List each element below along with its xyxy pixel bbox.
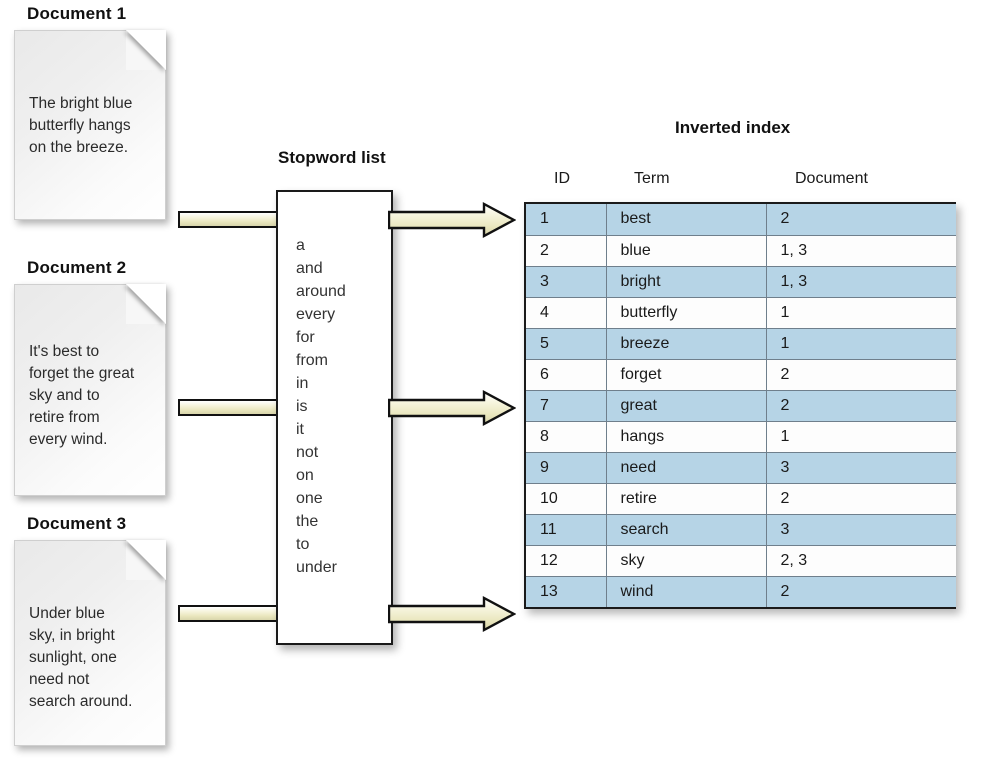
cell-id: 12 <box>526 545 607 577</box>
cell-document: 2 <box>766 483 956 515</box>
cell-term: retire <box>606 483 767 515</box>
arrow-document-3-to-stopword-list <box>178 605 282 622</box>
arrow-document-1-to-stopword-list <box>178 211 282 228</box>
arrow-document-2-to-stopword-list <box>178 399 282 416</box>
cell-id: 8 <box>526 421 607 453</box>
cell-term: blue <box>606 235 767 267</box>
cell-document: 2 <box>766 576 956 607</box>
stopword-list-box: a and around every for from in is it not… <box>276 190 393 645</box>
document-3-title: Document 3 <box>27 514 127 533</box>
page-fold-icon <box>126 284 166 324</box>
cell-term: wind <box>606 576 767 607</box>
cell-id: 4 <box>526 297 607 329</box>
document-1-card: The bright blue butterfly hangs on the b… <box>14 30 166 220</box>
document-1-text: The bright blue butterfly hangs on the b… <box>29 95 133 156</box>
stopword-list-words: a and around every for from in is it not… <box>296 237 346 577</box>
document-3-card: Under blue sky, in bright sunlight, one … <box>14 540 166 746</box>
cell-id: 10 <box>526 483 607 515</box>
arrow-stopword-list-to-index-2 <box>388 390 516 426</box>
cell-term: sky <box>606 545 767 577</box>
document-2-text: It's best to forget the great sky and to… <box>29 343 135 448</box>
cell-document: 2 <box>766 359 956 391</box>
cell-term: need <box>606 452 767 484</box>
cell-term: bright <box>606 266 767 298</box>
cell-term: forget <box>606 359 767 391</box>
column-header-document: Document <box>795 170 868 187</box>
cell-document: 1, 3 <box>766 266 956 298</box>
cell-document: 1 <box>766 421 956 453</box>
page-fold-icon <box>126 30 166 70</box>
cell-id: 11 <box>526 514 607 546</box>
inverted-index-title: Inverted index <box>675 118 791 137</box>
cell-id: 13 <box>526 576 607 607</box>
document-2-card: It's best to forget the great sky and to… <box>14 284 166 496</box>
cell-document: 1 <box>766 328 956 360</box>
cell-id: 6 <box>526 359 607 391</box>
document-3-text: Under blue sky, in bright sunlight, one … <box>29 605 133 710</box>
document-2-title: Document 2 <box>27 258 127 277</box>
stopword-list-title: Stopword list <box>278 148 386 167</box>
cell-term: search <box>606 514 767 546</box>
cell-document: 3 <box>766 452 956 484</box>
cell-term: breeze <box>606 328 767 360</box>
cell-document: 1 <box>766 297 956 329</box>
cell-term: great <box>606 390 767 422</box>
page-fold-icon <box>126 540 166 580</box>
column-header-term: Term <box>634 170 670 187</box>
cell-document: 1, 3 <box>766 235 956 267</box>
cell-term: butterfly <box>606 297 767 329</box>
cell-id: 3 <box>526 266 607 298</box>
cell-document: 2, 3 <box>766 545 956 577</box>
cell-id: 1 <box>526 204 607 236</box>
cell-document: 3 <box>766 514 956 546</box>
cell-term: hangs <box>606 421 767 453</box>
cell-id: 9 <box>526 452 607 484</box>
column-header-id: ID <box>554 170 570 187</box>
arrow-stopword-list-to-index-1 <box>388 202 516 238</box>
document-1-title: Document 1 <box>27 4 127 23</box>
cell-document: 2 <box>766 390 956 422</box>
cell-term: best <box>606 204 767 236</box>
cell-id: 5 <box>526 328 607 360</box>
cell-document: 2 <box>766 204 956 236</box>
arrow-stopword-list-to-index-3 <box>388 596 516 632</box>
cell-id: 2 <box>526 235 607 267</box>
cell-id: 7 <box>526 390 607 422</box>
